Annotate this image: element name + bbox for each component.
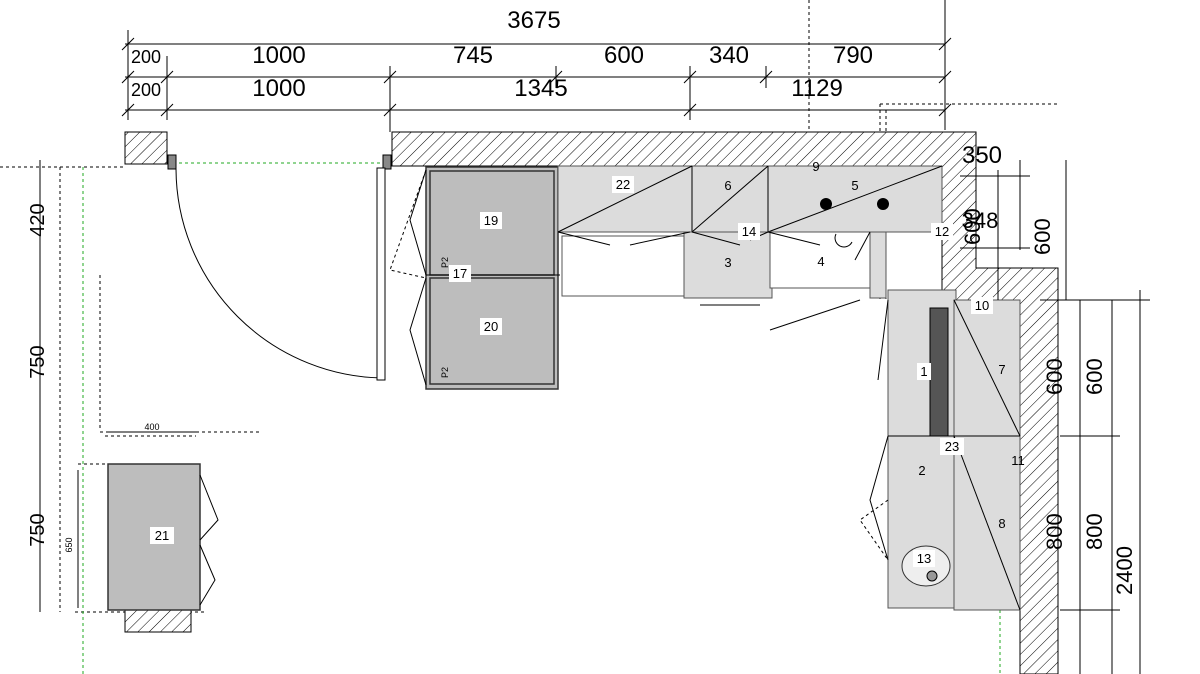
- dim-650: 650: [64, 537, 74, 552]
- dim-row2-3: 1129: [791, 75, 843, 102]
- dim-600-b: 600: [1030, 218, 1055, 255]
- label-1: 1: [920, 364, 927, 379]
- label-12: 12: [935, 224, 949, 239]
- dim-row2-2: 1345: [514, 75, 567, 102]
- label-19: 19: [484, 213, 498, 228]
- dim-350: 350: [962, 142, 1002, 169]
- right-wall-cabinets: [953, 299, 1021, 611]
- appliance-1: [929, 307, 949, 437]
- dim-vert-2: 750: [27, 345, 49, 378]
- label-9: 9: [812, 159, 819, 174]
- dim-row1-3: 600: [604, 42, 644, 69]
- base-run-top[interactable]: [557, 165, 943, 331]
- dim-total: 3675: [507, 7, 560, 34]
- label-21: 21: [155, 528, 169, 543]
- dim-400: 400: [144, 422, 159, 432]
- p2-label-top: P2: [440, 257, 450, 268]
- label-17: 17: [453, 266, 467, 281]
- label-14: 14: [742, 224, 756, 239]
- label-11: 11: [1011, 453, 1025, 468]
- cabinet-3[interactable]: [683, 231, 773, 299]
- label-13: 13: [917, 551, 931, 566]
- cabinet-labels: 19 17 20 22 6 5 9 14 3 4 12 10 1 7 23 11…: [150, 159, 1025, 567]
- dim-row1-0: 200: [131, 47, 161, 67]
- door-swing: [175, 167, 386, 381]
- dim-600-c: 600: [1042, 358, 1067, 395]
- dim-row2-1: 1000: [252, 75, 305, 102]
- dim-row2-0: 200: [131, 80, 161, 100]
- label-7: 7: [998, 362, 1005, 377]
- wall-bottom-stub: [124, 609, 192, 633]
- label-20: 20: [484, 319, 498, 334]
- dim-600-d: 600: [1082, 358, 1107, 395]
- label-6: 6: [724, 178, 731, 193]
- label-23: 23: [945, 439, 959, 454]
- dim-2400: 2400: [1112, 546, 1137, 595]
- dim-row1-1: 1000: [252, 42, 305, 69]
- dim-vert-1: 420: [27, 203, 49, 236]
- left-dimensions: 400 650 420 750 750: [27, 160, 196, 612]
- dim-800-a: 800: [1042, 513, 1067, 550]
- dim-348: 348: [962, 208, 999, 233]
- dim-800-b: 800: [1082, 513, 1107, 550]
- tall-unit-19-20[interactable]: [389, 166, 560, 390]
- label-3: 3: [724, 255, 731, 270]
- label-8: 8: [998, 516, 1005, 531]
- label-2: 2: [918, 463, 925, 478]
- dim-row1-2: 745: [453, 42, 493, 69]
- unit-21[interactable]: [77, 435, 219, 611]
- p2-label-bottom: P2: [440, 367, 450, 378]
- wall-left-stub: [124, 131, 168, 165]
- dim-row1-4: 340: [709, 42, 749, 69]
- dim-600-a: 600: [960, 208, 985, 245]
- right-dimensions: 350 348 600 600 600 600 800 800 2400: [960, 142, 1150, 674]
- dim-row1-5: 790: [833, 42, 873, 69]
- label-22: 22: [616, 177, 630, 192]
- label-5: 5: [851, 178, 858, 193]
- label-10: 10: [975, 298, 989, 313]
- dim-vert-3: 750: [27, 513, 49, 546]
- label-4: 4: [817, 254, 824, 269]
- top-dimensions: 3675 200 1000 745 600 340 790 200 1000 1…: [121, 0, 952, 132]
